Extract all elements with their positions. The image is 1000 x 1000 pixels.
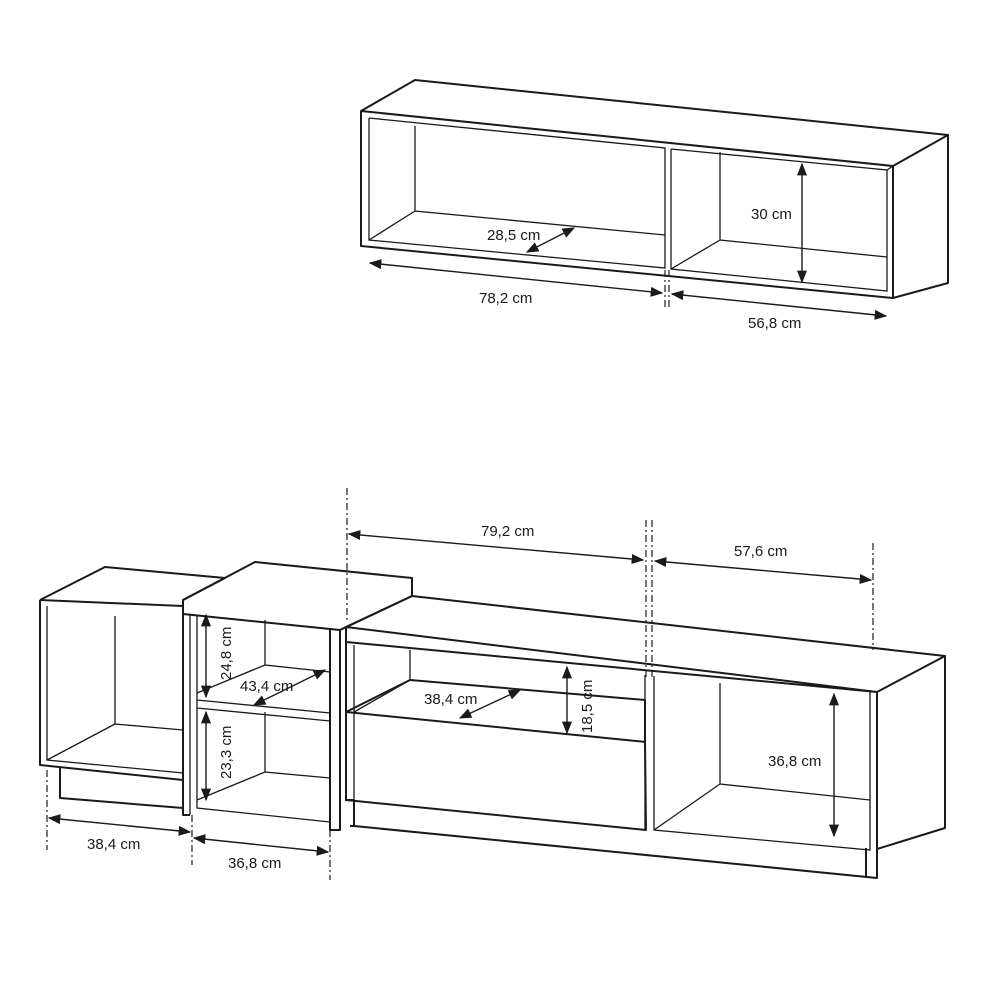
main-cabinet-outline [345,595,946,879]
left-cabinet [39,566,226,809]
main-cabinet-inner [353,645,871,851]
tv-unit-dimensions: 79,2 cm 57,6 cm 24,8 cm 43,4 cm 23,3 cm … [46,488,874,880]
wall-shelf [360,79,949,299]
main-cabinet [345,595,946,879]
middle-cabinet-inner [189,615,331,823]
left-cabinet-width-arrow [47,814,192,836]
left-width-label: 78,2 cm [479,290,532,307]
top-left-width-label: 79,2 cm [481,523,534,540]
depth-arrow [525,227,576,253]
left-cabinet-inner [46,606,184,774]
lower-height-label: 23,3 cm [218,726,235,779]
right-width-label: 56,8 cm [748,315,801,332]
top-left-width-arrow [347,529,645,565]
wall-shelf-inner [368,117,894,292]
drawer-depth-arrow [458,689,522,719]
drawer-depth-label: 38,4 cm [424,691,477,708]
wall-shelf-dimensions: 28,5 cm 30 cm 78,2 cm 56,8 cm [368,162,888,332]
wall-shelf-outline [360,79,949,299]
drawer [345,679,647,831]
middle-cabinet-width-arrow [192,834,330,856]
right-height-label: 36,8 cm [768,753,821,770]
left-cabinet-outline [39,566,226,809]
side-depth-label: 43,4 cm [240,678,293,695]
depth-label: 28,5 cm [487,227,540,244]
height-label: 30 cm [751,206,792,223]
upper-height-label: 24,8 cm [218,627,235,680]
left-width-arrow [368,259,664,297]
left-cabinet-width-label: 38,4 cm [87,836,140,853]
side-depth-arrow [252,669,327,706]
drawer-height-label: 18,5 cm [579,680,596,733]
top-right-width-label: 57,6 cm [734,543,787,560]
middle-cabinet-width-label: 36,8 cm [228,855,281,872]
right-width-arrow [670,290,888,320]
top-right-width-arrow [653,556,873,585]
